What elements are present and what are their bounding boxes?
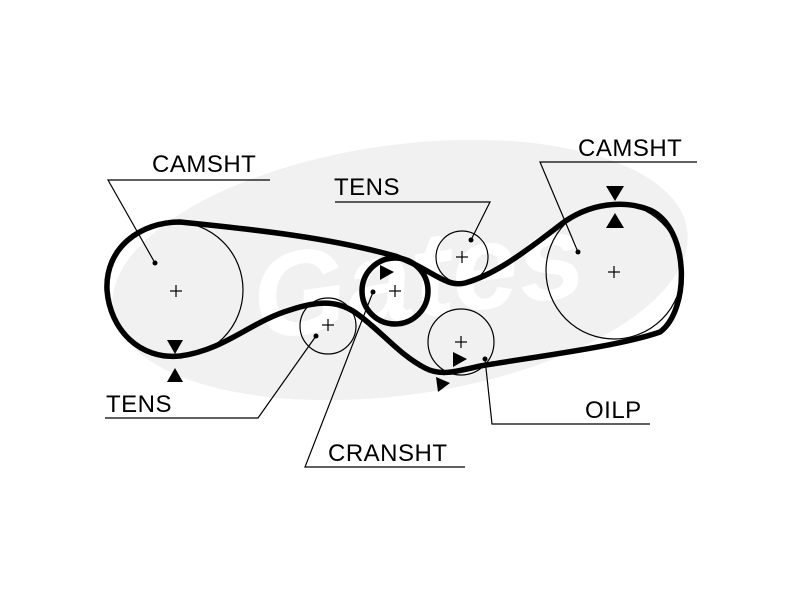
leader-tensioner-bottom	[105, 335, 317, 419]
timing-belt	[104, 201, 685, 376]
bottom-tensioner-pulley	[299, 297, 357, 355]
oil-pump-pulley	[427, 308, 495, 376]
leader-oil-pump	[484, 358, 650, 425]
label-camshaft-right: CAMSHT	[578, 135, 682, 162]
label-tensioner-top: TENS	[334, 174, 400, 201]
label-oil-pump: OILP	[585, 397, 642, 424]
crankshaft-belt-loop	[359, 255, 431, 327]
label-tensioner-bottom: TENS	[106, 391, 172, 418]
timing-mark-icon	[167, 186, 624, 392]
leader-crankshaft	[304, 291, 465, 468]
leader-camshaft-left	[106, 179, 270, 264]
label-camshaft-left: CAMSHT	[152, 151, 256, 178]
label-crankshaft: CRANSHT	[328, 440, 448, 467]
leader-tensioner-top	[335, 201, 491, 241]
leader-camshaft-right	[539, 161, 697, 253]
crosshair-icon	[170, 251, 620, 348]
